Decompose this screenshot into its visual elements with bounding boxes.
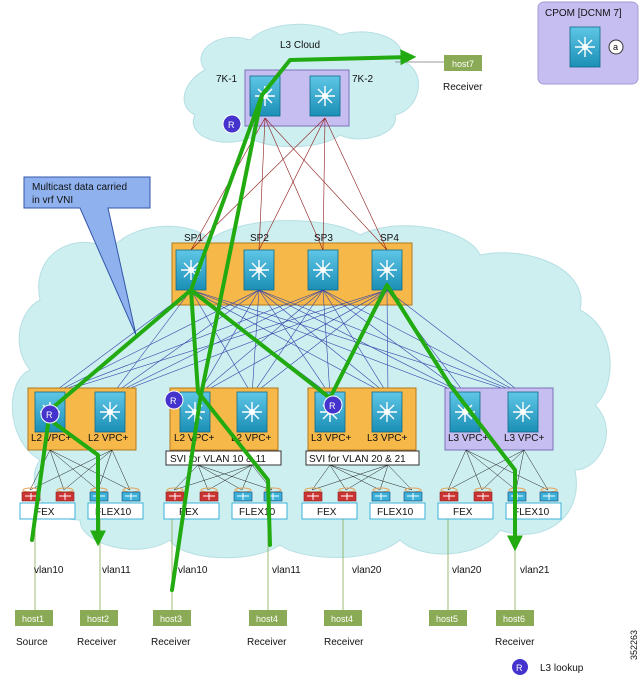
host-label: host4 bbox=[256, 614, 278, 624]
leaf-label: L2 VPC+ bbox=[88, 433, 128, 444]
vlan-labels: vlan10 vlan11 vlan10 vlan11 vlan20 vlan2… bbox=[34, 565, 550, 576]
host-role: Source bbox=[16, 637, 48, 648]
host-label: host2 bbox=[87, 614, 109, 624]
legend-symbol: R bbox=[516, 663, 523, 673]
spine-label-1: SP1 bbox=[184, 233, 203, 244]
host-role: Receiver bbox=[151, 637, 191, 648]
cpom-label: CPOM [DCNM 7] bbox=[545, 8, 622, 19]
host-row: host1 host2 host3 host4 host4 host5 host… bbox=[15, 610, 535, 648]
router-icon bbox=[164, 390, 184, 410]
host7-role: Receiver bbox=[443, 82, 483, 93]
leaf-label: L3 VPC+ bbox=[504, 433, 544, 444]
host7-group: host7 Receiver bbox=[395, 55, 483, 93]
leaf-switch-icon bbox=[507, 391, 539, 433]
host-box bbox=[429, 610, 467, 626]
fex-label: FEX bbox=[179, 507, 199, 518]
leaf-switch-icon bbox=[371, 391, 403, 433]
router-symbol: R bbox=[170, 396, 177, 406]
leaf-label: L3 VPC+ bbox=[367, 433, 407, 444]
host-box bbox=[249, 610, 287, 626]
host-box bbox=[153, 610, 191, 626]
vlan-label: vlan21 bbox=[520, 565, 550, 576]
leaf-switch-icon bbox=[94, 391, 126, 433]
callout: Multicast data carried in vrf VNI bbox=[23, 176, 151, 336]
fex-row: FEX FLEX10 FEX FLEX10 FEX FLEX10 FEX FLE… bbox=[19, 487, 562, 520]
host-label: host6 bbox=[503, 614, 525, 624]
vlan-label: vlan20 bbox=[452, 565, 482, 576]
spine-label-4: SP4 bbox=[380, 233, 399, 244]
fex-label: FEX bbox=[317, 507, 337, 518]
svi-label-2: SVI for VLAN 20 & 21 bbox=[309, 454, 406, 465]
router-icon bbox=[512, 659, 528, 675]
router-symbol: R bbox=[46, 410, 53, 420]
leaf-label: L3 VPC+ bbox=[311, 433, 351, 444]
host-label: host4 bbox=[331, 614, 353, 624]
host-role: Receiver bbox=[324, 637, 364, 648]
leaf-label: L3 VPC+ bbox=[448, 433, 488, 444]
legend-label: L3 lookup bbox=[540, 663, 584, 674]
core-label-1: 7K-1 bbox=[216, 74, 238, 85]
legend: R L3 lookup bbox=[512, 659, 584, 675]
host-label: host3 bbox=[160, 614, 182, 624]
spine-switch-icon bbox=[243, 249, 275, 291]
fex-label: FEX bbox=[453, 507, 473, 518]
callout-line-2: in vrf VNI bbox=[32, 195, 73, 206]
spine-switch-icon bbox=[307, 249, 339, 291]
host-box bbox=[444, 55, 482, 71]
fex-label: FLEX10 bbox=[513, 507, 550, 518]
leaf-label: L2 VPC+ bbox=[31, 433, 71, 444]
core-label-2: 7K-2 bbox=[352, 74, 374, 85]
cpom-switch-icon bbox=[569, 26, 601, 68]
leaf-switch-icon bbox=[449, 391, 481, 433]
fex-label: FLEX10 bbox=[95, 507, 132, 518]
spine-label-3: SP3 bbox=[314, 233, 333, 244]
host-box bbox=[496, 610, 534, 626]
leaf-label: L2 VPC+ bbox=[231, 433, 271, 444]
svi-label-1: SVI for VLAN 10 & 11 bbox=[170, 454, 266, 465]
cpom-badge: a bbox=[613, 42, 618, 52]
callout-line-1: Multicast data carried bbox=[32, 182, 127, 193]
badge-a-icon bbox=[608, 39, 624, 55]
vlan-label: vlan10 bbox=[34, 565, 64, 576]
fex-label: FLEX10 bbox=[239, 507, 276, 518]
router-icon bbox=[222, 114, 242, 134]
l3-cloud: L3 Cloud 7K-1 7K-2 bbox=[183, 23, 419, 148]
host-role: Receiver bbox=[495, 637, 535, 648]
host-role: Receiver bbox=[247, 637, 287, 648]
figure-id: 352263 bbox=[629, 630, 639, 660]
fex-label: FEX bbox=[35, 507, 55, 518]
fex-label: FLEX10 bbox=[377, 507, 414, 518]
cloud-label: L3 Cloud bbox=[280, 40, 320, 51]
router-symbol: R bbox=[228, 120, 235, 130]
host-box bbox=[15, 610, 53, 626]
cpom-box: CPOM [DCNM 7] a bbox=[537, 1, 639, 85]
leaf-switch-icon bbox=[236, 391, 268, 433]
vlan-label: vlan10 bbox=[178, 565, 208, 576]
host-box bbox=[80, 610, 118, 626]
host7-label: host7 bbox=[452, 59, 474, 69]
vlan-label: vlan11 bbox=[272, 565, 301, 576]
router-icon bbox=[40, 404, 60, 424]
router-icon bbox=[323, 395, 343, 415]
host-box bbox=[324, 610, 362, 626]
host-label: host1 bbox=[22, 614, 44, 624]
router-symbol: R bbox=[329, 401, 336, 411]
host-label: host5 bbox=[436, 614, 458, 624]
core-switch-icon bbox=[309, 75, 341, 117]
host-role: Receiver bbox=[77, 637, 117, 648]
vlan-label: vlan20 bbox=[352, 565, 382, 576]
router-badges: R R R R bbox=[40, 114, 343, 424]
leaf-fex-links bbox=[29, 449, 549, 491]
vlan-label: vlan11 bbox=[102, 565, 131, 576]
